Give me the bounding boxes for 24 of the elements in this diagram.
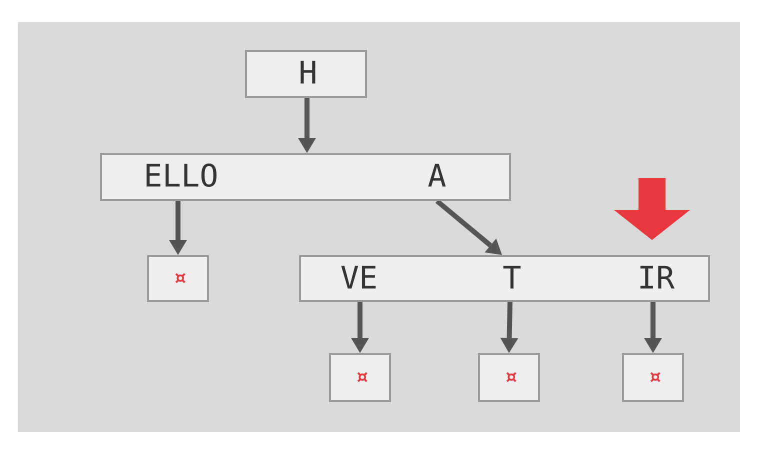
key-text: A <box>428 162 446 192</box>
node-box <box>299 255 710 302</box>
arrow <box>169 201 187 255</box>
arrow <box>351 302 369 353</box>
key-text: H <box>298 58 318 90</box>
leaf-box <box>329 353 391 402</box>
arrow <box>500 302 518 353</box>
key-text: T <box>502 263 522 294</box>
terminal-symbol: ¤ <box>173 268 187 290</box>
key-text: VE <box>340 263 378 294</box>
key-text: IR <box>637 263 675 294</box>
terminal-symbol: ¤ <box>355 366 369 388</box>
arrow <box>435 199 502 255</box>
node-box <box>100 153 511 201</box>
pointer-arrow <box>614 178 690 240</box>
leaf-box <box>147 255 209 302</box>
leaf-box <box>622 353 684 402</box>
key-text: ELLO <box>144 162 218 192</box>
arrow <box>644 302 662 353</box>
terminal-symbol: ¤ <box>648 366 662 388</box>
node-box <box>245 50 367 98</box>
leaf-box <box>478 353 540 402</box>
terminal-symbol: ¤ <box>504 366 518 388</box>
arrow <box>298 98 316 153</box>
